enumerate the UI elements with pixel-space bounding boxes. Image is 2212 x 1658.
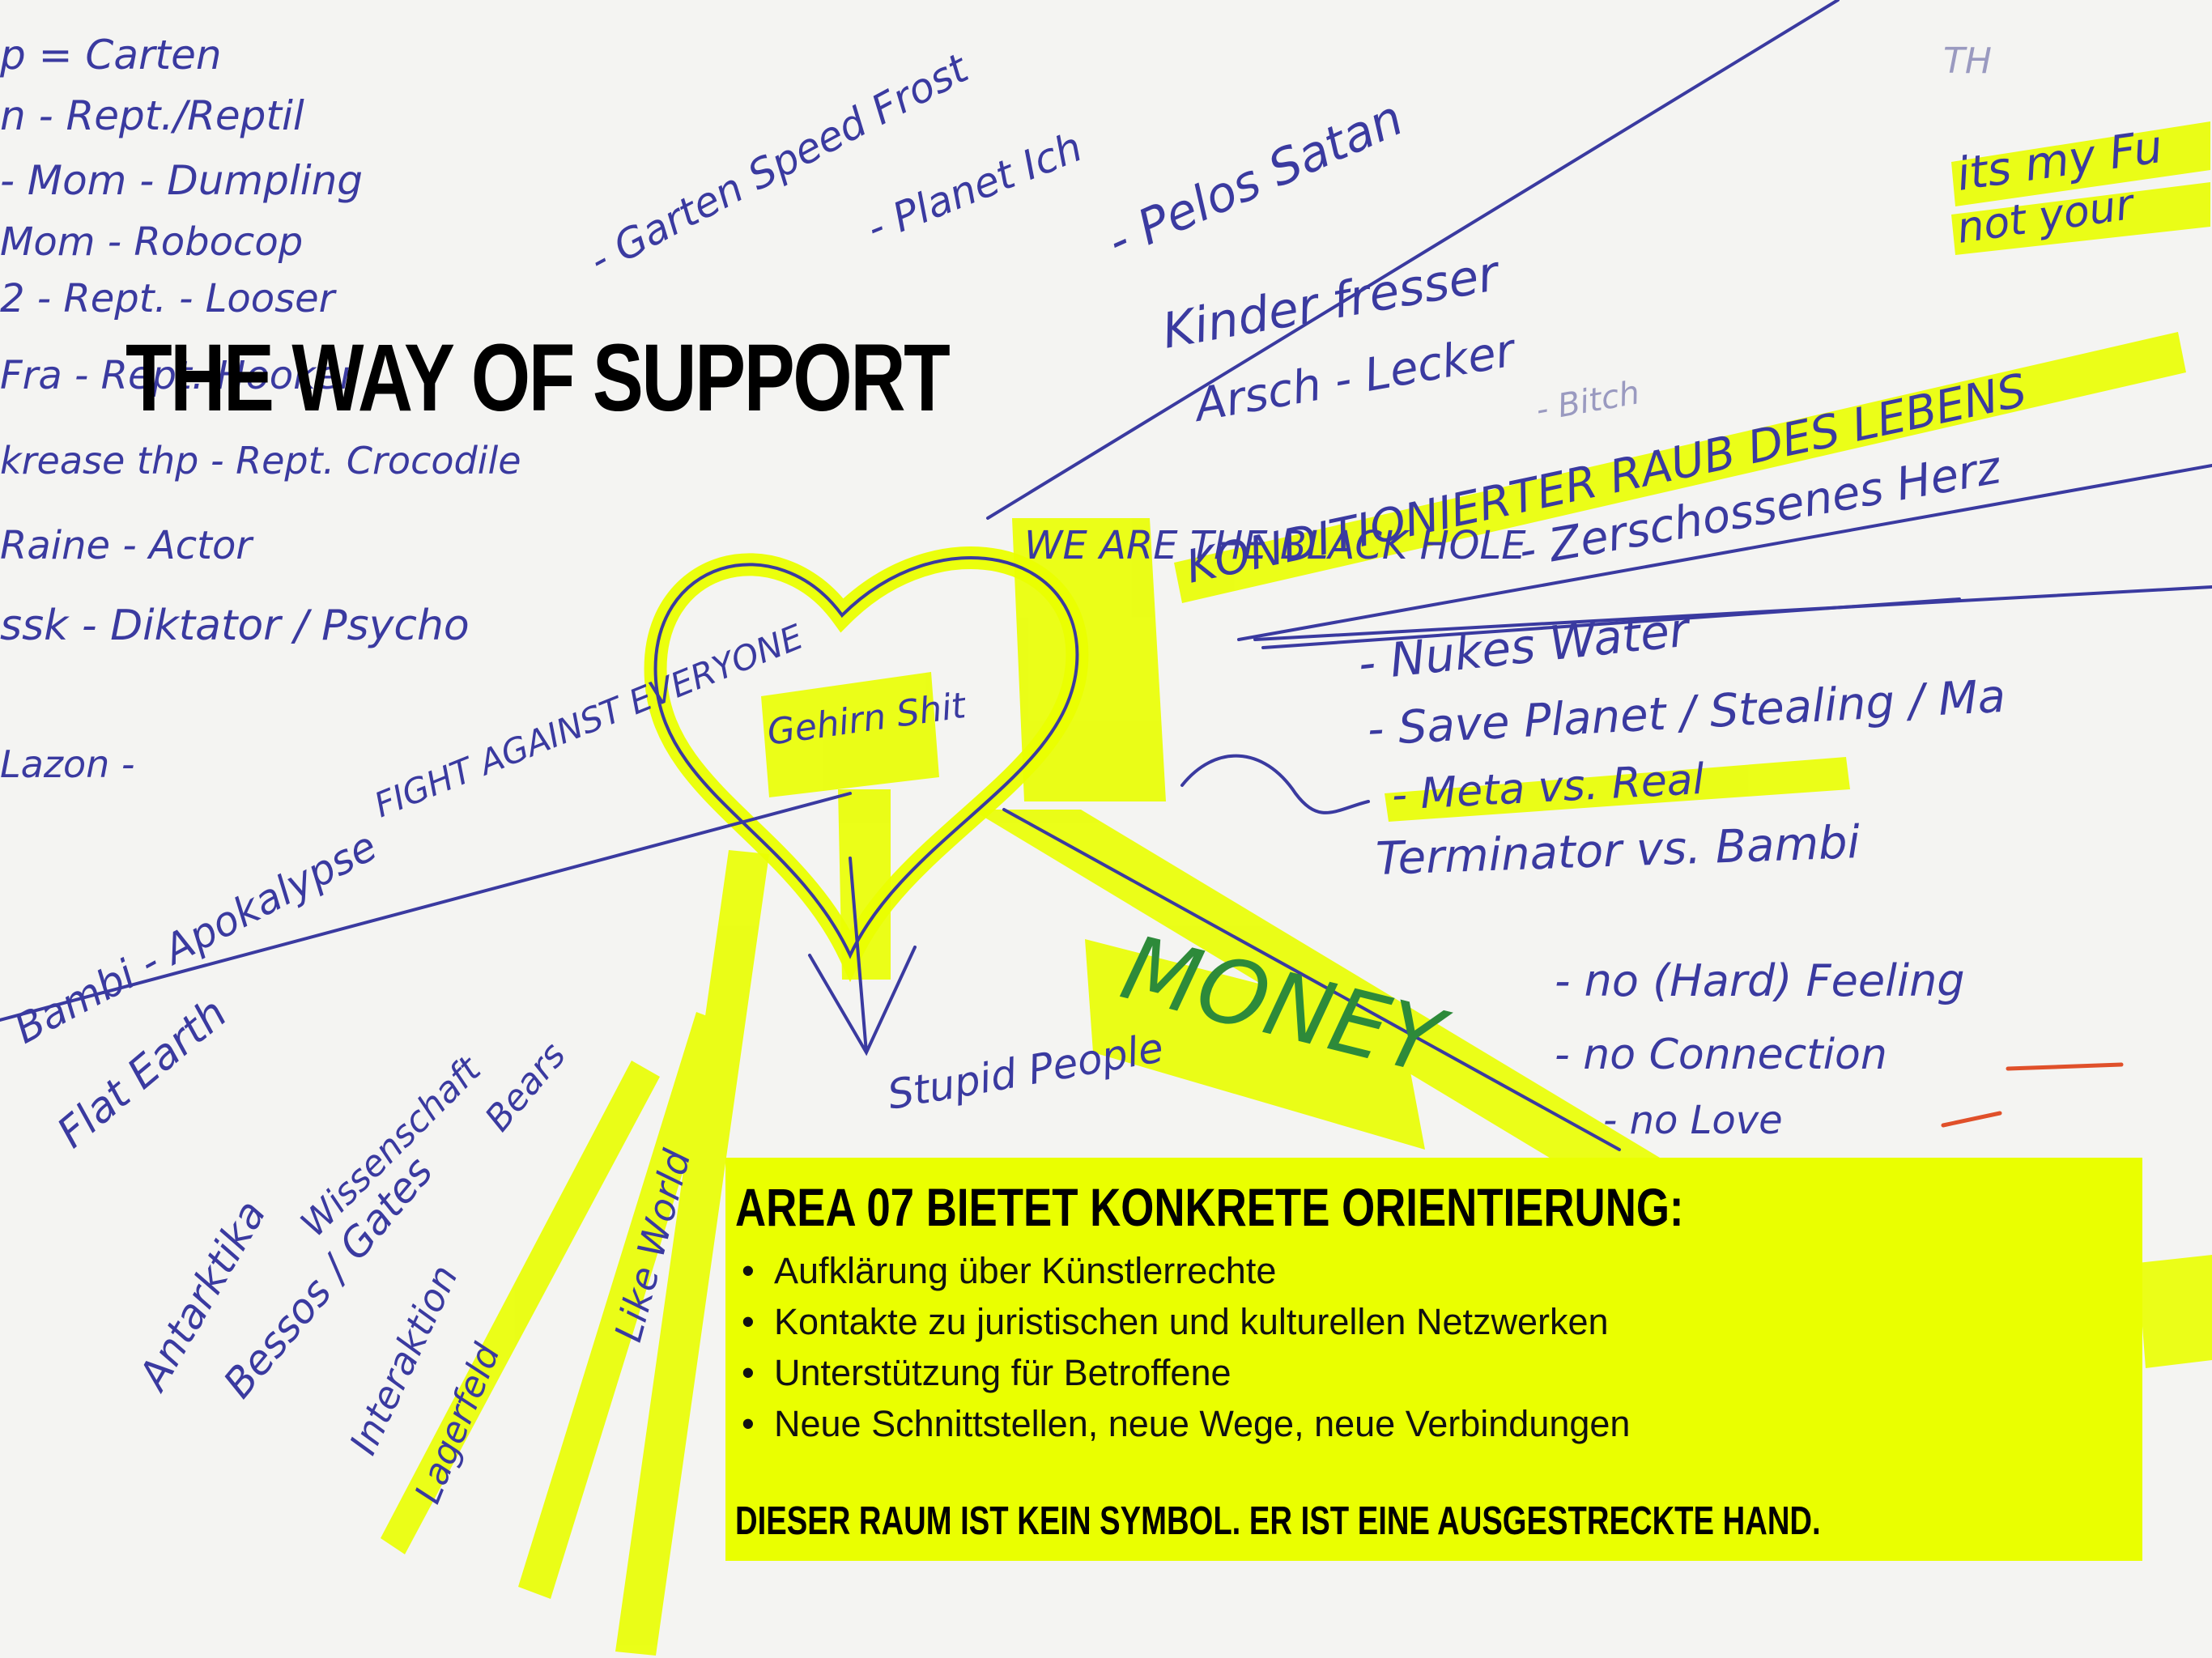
list-item-text: Neue Schnittstellen, neue Wege, neue Ver… <box>774 1403 1631 1444</box>
highlight-bottom-right <box>2138 1255 2212 1368</box>
divider-right <box>1261 597 1961 649</box>
list-item: • Neue Schnittstellen, neue Wege, neue V… <box>735 1398 2128 1449</box>
note-right-11: - no Love <box>1603 1098 1783 1143</box>
note-left-3: Mom - Robocop <box>0 219 303 265</box>
highlight-money-box <box>1085 939 1425 1150</box>
list-item-text: Aufklärung über Künstlerrechte <box>774 1250 1277 1291</box>
bullet-icon: • <box>742 1352 755 1393</box>
note-left-0: p = Carten <box>0 32 222 79</box>
ink-lines-red <box>1941 1062 2124 1128</box>
ray-mid <box>1237 464 2212 641</box>
slide-title: THE WAY OF SUPPORT <box>125 325 951 432</box>
info-box-list: • Aufklärung über Künstlerrechte • Konta… <box>735 1245 2128 1449</box>
ribbon-scribble <box>1180 754 1370 814</box>
note-left-8: ssk - Diktator / Psycho <box>0 602 470 650</box>
note-left-1: n - Rept./Reptil <box>0 92 304 139</box>
note-right-9: - no (Hard) Feeling <box>1555 955 1965 1006</box>
note-heart-0: WE ARE THE BLACK HOLE <box>1024 523 1526 568</box>
list-item-text: Unterstützung für Betroffene <box>774 1352 1231 1393</box>
list-item-text: Kontakte zu juristischen und kulturellen… <box>774 1301 1609 1342</box>
note-left-7: Raine - Actor <box>0 523 254 568</box>
bullet-icon: • <box>742 1250 755 1291</box>
bullet-icon: • <box>742 1301 755 1342</box>
note-left-6: krease thp - Rept. Crocodile <box>0 439 521 483</box>
info-box-footer: DIESER RAUM IST KEIN SYMBOL. ER IST EINE… <box>735 1499 1821 1543</box>
highlight-konditionierter-band <box>1174 332 2186 603</box>
info-box-heading: AREA 07 BIETET KONKRETE ORIENTIERUNG: <box>735 1177 1684 1237</box>
heart-ink-outline <box>653 556 1079 959</box>
line-left-down <box>0 792 852 1022</box>
list-item: • Unterstützung für Betroffene <box>735 1347 2128 1398</box>
red-stroke-2 <box>1941 1111 2002 1128</box>
red-stroke-1 <box>2006 1062 2124 1071</box>
highlight-meta-real <box>1385 757 1850 822</box>
highlight-stripe-1 <box>381 1061 660 1554</box>
note-right-10: - no Connection <box>1555 1031 1887 1079</box>
highlight-top-right-1 <box>1951 121 2210 206</box>
ray-top <box>986 0 1840 520</box>
ink-lines <box>0 0 2212 1151</box>
highlight-top-right-2 <box>1951 182 2210 255</box>
arrow-down <box>808 857 917 1056</box>
highlight-stripe-2 <box>518 1012 729 1599</box>
note-left-5: Fra - Rept. Hooker <box>0 353 358 398</box>
note-left-4: 2 - Rept. - Looser <box>0 276 338 321</box>
list-item: • Aufklärung über Künstlerrechte <box>735 1245 2128 1296</box>
bullet-icon: • <box>742 1403 755 1444</box>
highlight-gehirn-shit <box>761 672 939 797</box>
highlight-stripe-3 <box>615 850 769 1656</box>
note-top-right-0: TH <box>1943 40 1992 82</box>
note-left-2: - Mom - Dumpling <box>0 157 363 204</box>
info-box: AREA 07 BIETET KONKRETE ORIENTIERUNG: • … <box>725 1158 2142 1561</box>
ray-lower <box>1002 808 1621 1151</box>
list-item: • Kontakte zu juristischen und kulturell… <box>735 1296 2128 1347</box>
note-left-9: Lazon - <box>0 742 134 786</box>
